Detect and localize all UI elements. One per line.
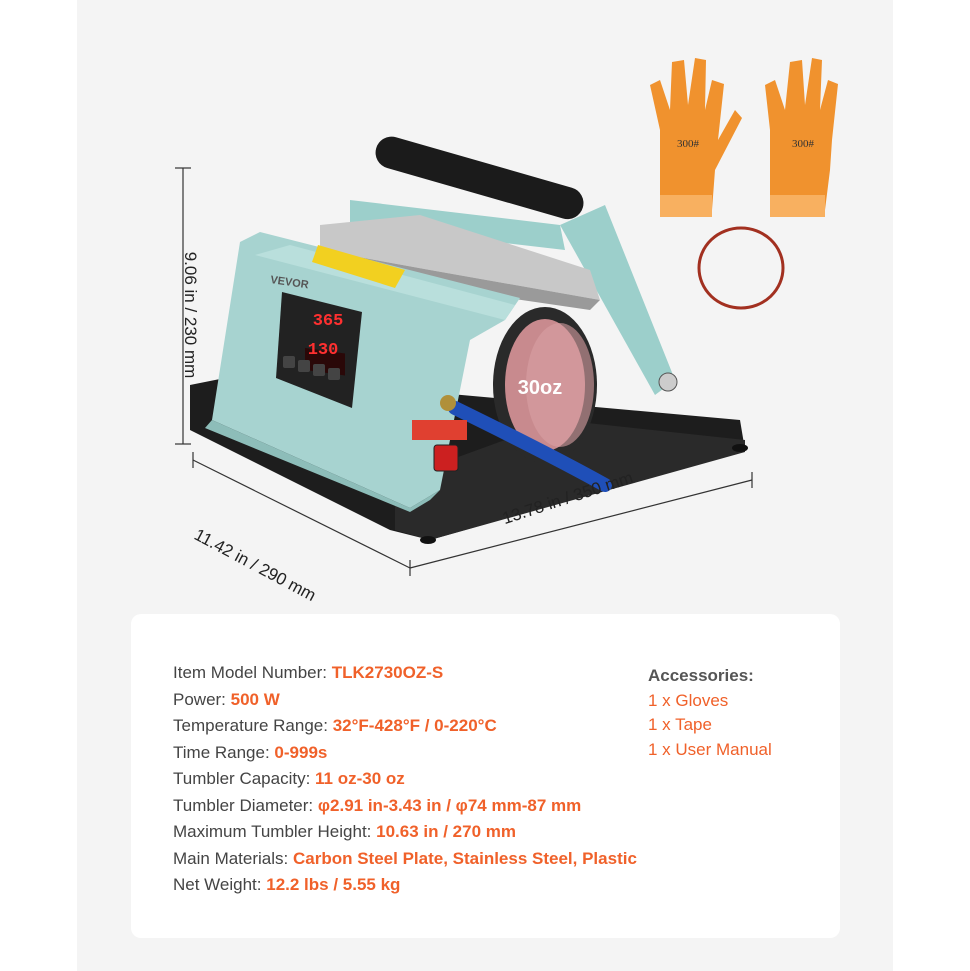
spec-row-diameter: Tumbler Diameter: φ2.91 in-3.43 in / φ74… xyxy=(173,795,582,815)
accessories-list: Accessories: 1 x Gloves 1 x Tape 1 x Use… xyxy=(648,664,772,762)
press-arm xyxy=(350,136,678,395)
height-dimension: 9.06 in / 230 mm xyxy=(181,251,200,379)
warning-label xyxy=(412,420,467,440)
accessories-heading: Accessories: xyxy=(648,666,754,685)
spec-row-weight: Net Weight: 12.2 lbs / 5.55 kg xyxy=(173,875,401,894)
brand-logo: VEVOR xyxy=(270,274,310,291)
spec-row-time: Time Range: 0-999s xyxy=(173,742,328,762)
spec-list: Item Model Number: TLK2730OZ-S Power: 50… xyxy=(173,660,637,899)
control-panel: 365 130 VEVOR xyxy=(270,274,362,408)
power-switch xyxy=(433,444,459,472)
glove-label-right: 300# xyxy=(792,138,815,150)
mug-label: 30oz xyxy=(518,377,562,399)
up-button xyxy=(313,364,325,376)
accessory-gloves: 1 x Gloves xyxy=(648,690,729,710)
spec-card: Item Model Number: TLK2730OZ-S Power: 50… xyxy=(131,614,840,938)
spec-row-temperature: Temperature Range: 32°F-428°F / 0-220°C xyxy=(173,716,497,735)
tape-icon xyxy=(697,226,785,310)
time-display: 130 xyxy=(308,341,339,360)
dimension-lines xyxy=(175,167,753,576)
hose-connector xyxy=(440,395,456,411)
spec-row-power: Power: 500 W xyxy=(173,689,280,709)
accessory-tape: 1 x Tape xyxy=(648,715,712,734)
temp-display: 365 xyxy=(313,312,344,331)
glove-label-left: 300# xyxy=(677,138,700,150)
start-button xyxy=(328,368,340,380)
tumbler: 30oz xyxy=(493,307,597,463)
spec-row-capacity: Tumbler Capacity: 11 oz-30 oz xyxy=(173,769,405,788)
gloves-icon: 300# 300# xyxy=(650,58,838,217)
power-hose xyxy=(448,401,612,492)
mode-button xyxy=(298,360,310,372)
spec-row-model: Item Model Number: TLK2730OZ-S xyxy=(173,663,444,682)
accessory-manual: 1 x User Manual xyxy=(648,739,772,759)
down-button xyxy=(283,356,295,368)
spec-row-height: Maximum Tumbler Height: 10.63 in / 270 m… xyxy=(173,822,516,841)
spec-row-materials: Main Materials: Carbon Steel Plate, Stai… xyxy=(173,848,637,868)
